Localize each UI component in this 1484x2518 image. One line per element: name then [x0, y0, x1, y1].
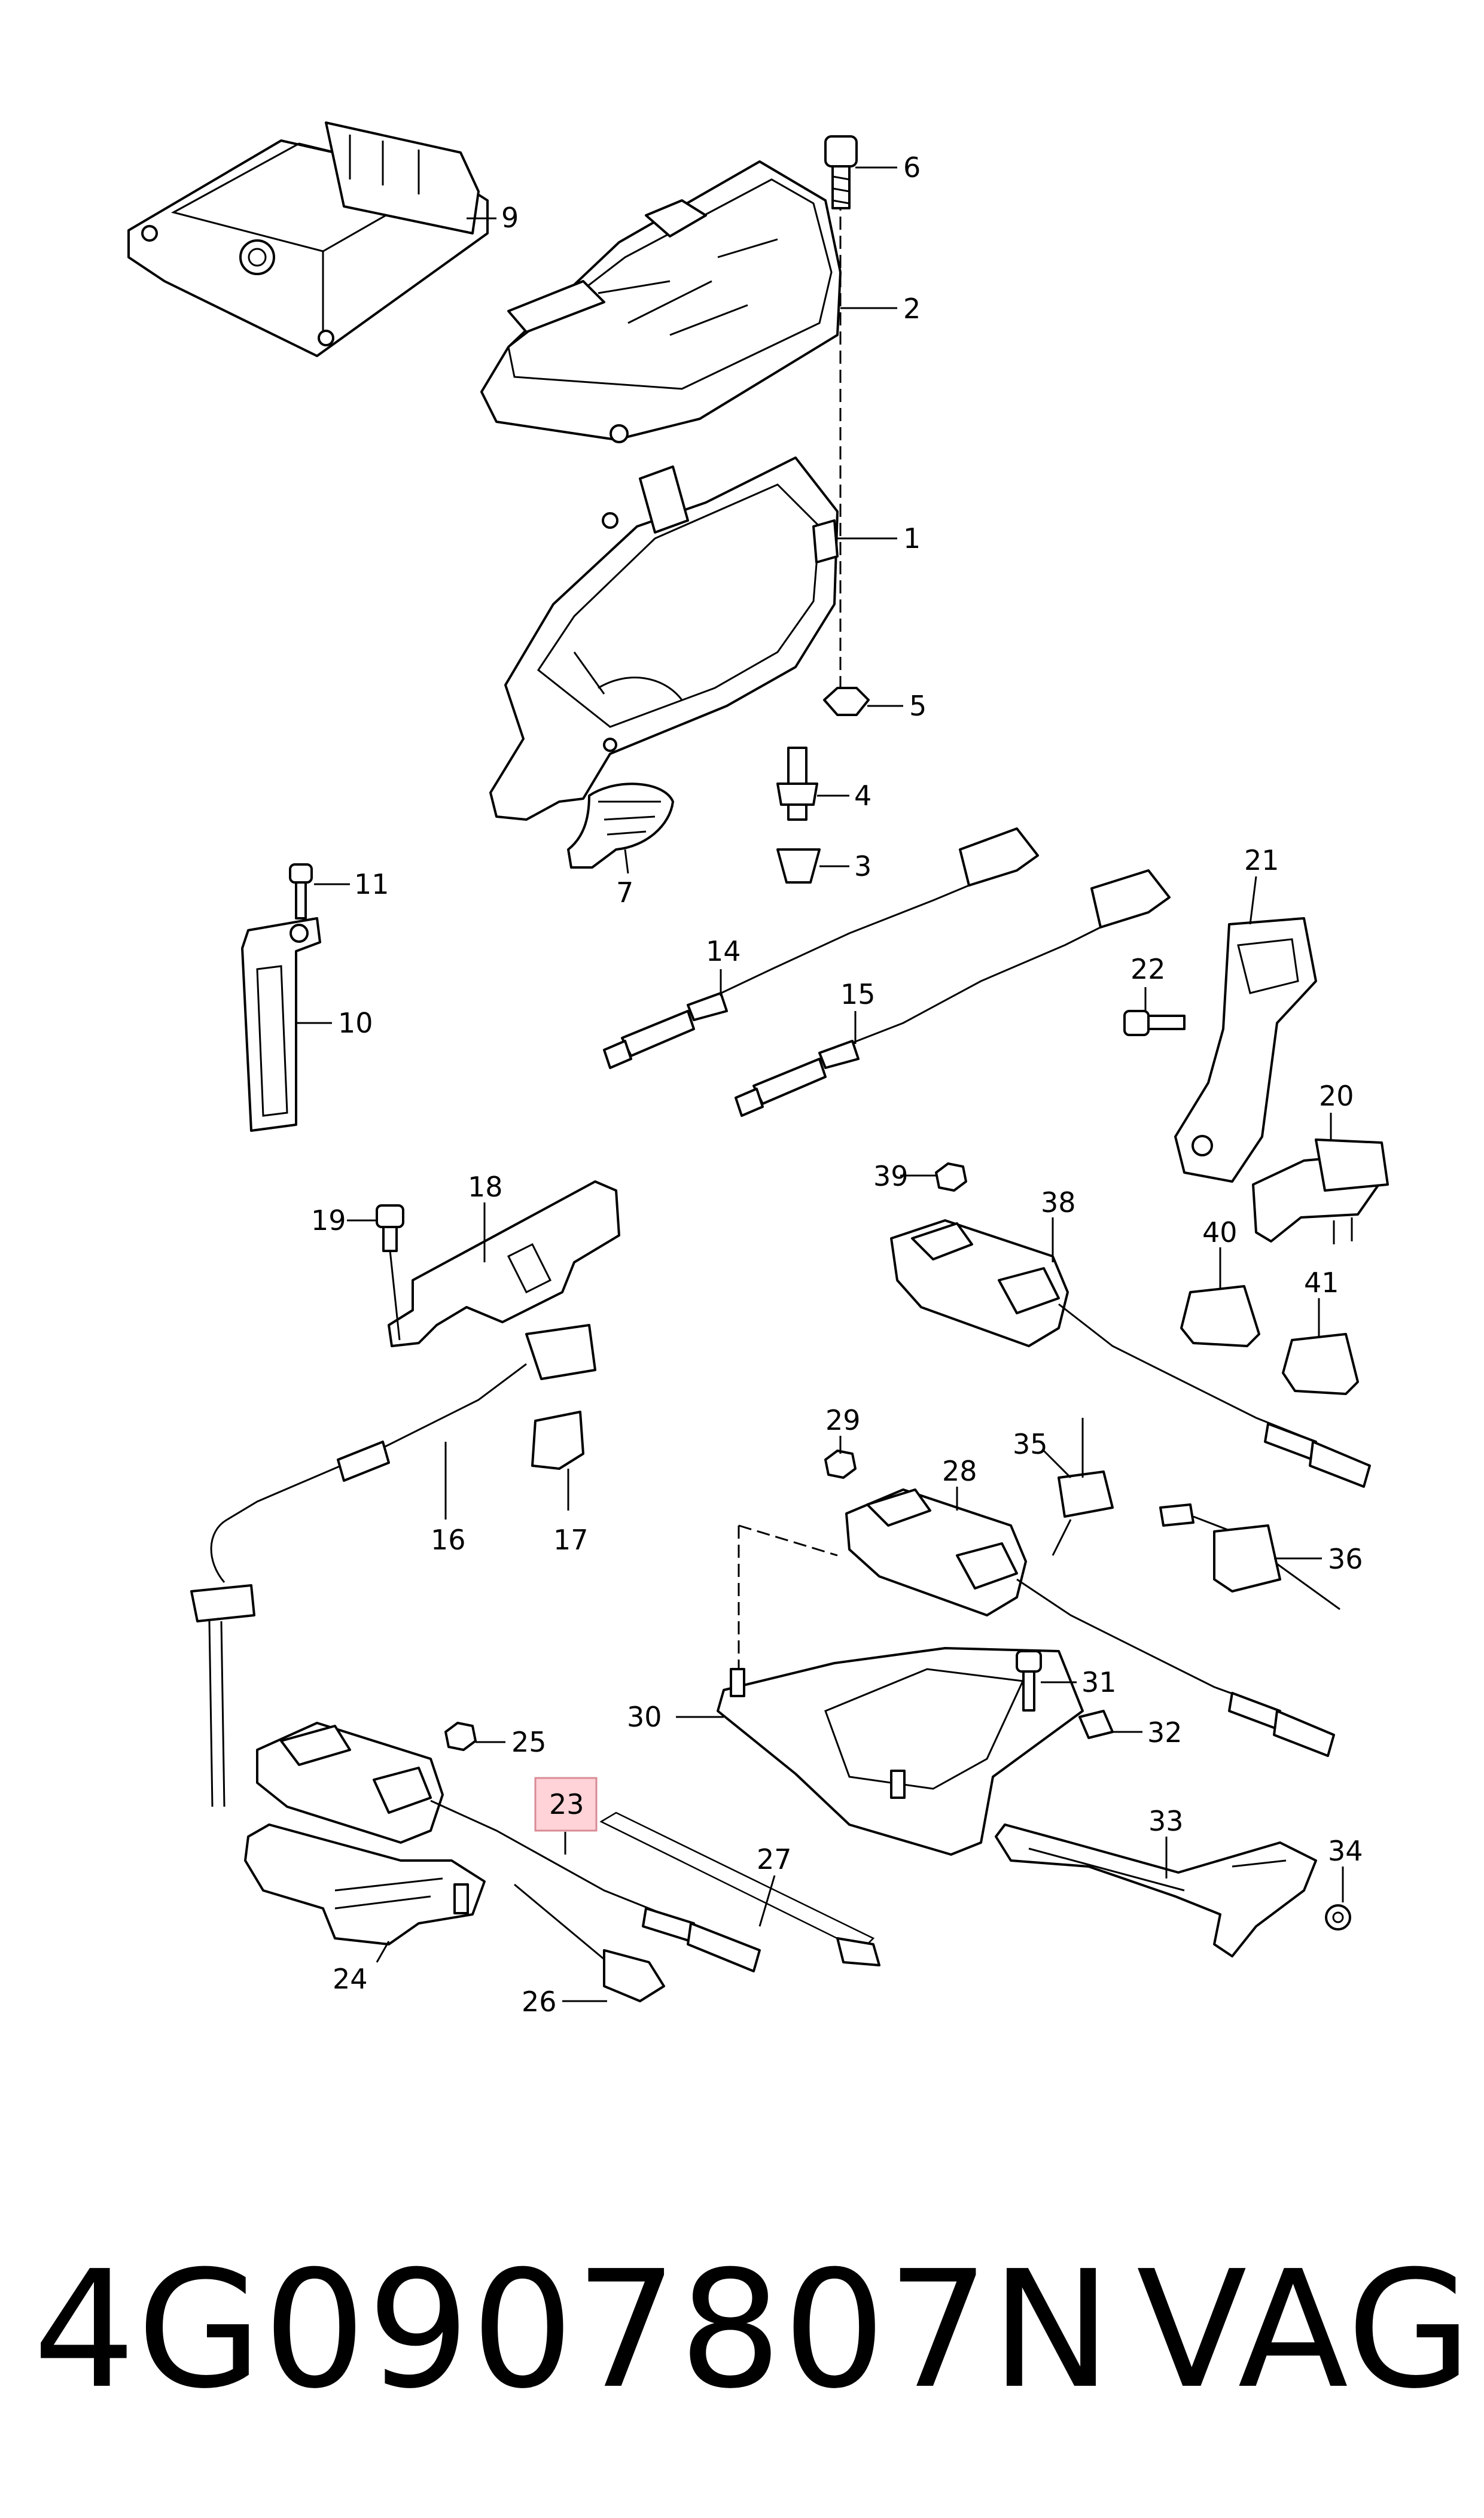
callout-24: 24: [333, 1963, 368, 1995]
part-16-temperature-sensor: [190, 1324, 596, 1807]
callout-30: 30: [627, 1701, 662, 1733]
callout-40: 40: [1202, 1216, 1238, 1249]
brand-text: VAG: [1136, 2236, 1473, 2424]
callout-14: 14: [706, 935, 741, 967]
callout-labels: 9 6 2 1 5 4 3 7 11 10 14 15 21 22 20 18 …: [311, 151, 1363, 2018]
part-3-cap: [776, 848, 821, 884]
callout-11: 11: [354, 868, 389, 900]
part-21-bracket: [1174, 917, 1317, 1183]
callout-10: 10: [338, 1007, 373, 1039]
exploded-parts-diagram: 9 6 2 1 5 4 3 7 11 10 14 15 21 22 20 18 …: [127, 121, 1389, 2018]
callout-35: 35: [1013, 1428, 1048, 1460]
part-4-stud: [776, 747, 818, 821]
part-30-mounting-plate: [717, 1524, 1084, 1856]
part-1-lower-housing: [489, 456, 839, 821]
callout-5: 5: [909, 690, 927, 722]
callout-2: 2: [903, 293, 921, 325]
callout-9: 9: [501, 202, 519, 234]
callout-4: 4: [854, 780, 871, 812]
callout-27: 27: [757, 1843, 792, 1875]
part-33-rail: [995, 1823, 1317, 1957]
callout-29: 29: [825, 1404, 861, 1436]
callout-17: 17: [553, 1524, 589, 1556]
part-2-upper-cover: [480, 160, 842, 443]
part-24-cover: [244, 1823, 486, 1945]
callout-19: 19: [311, 1204, 346, 1237]
part-35-clip: [1052, 1418, 1114, 1556]
part-14-lambda-sensor: [603, 827, 1039, 1069]
callout-33: 33: [1148, 1805, 1184, 1837]
part-19-screw: [376, 1204, 404, 1341]
part-25-nut: [444, 1722, 477, 1751]
part-31-screw: [1016, 1650, 1042, 1712]
part-32-nut: [1078, 1710, 1114, 1739]
part-15-lambda-sensor: [735, 869, 1171, 1117]
part-20-pressure-sensor: [1252, 1138, 1389, 1244]
part-38-nox-sensor: [890, 1219, 1371, 1488]
callout-22: 22: [1130, 953, 1166, 985]
part-39-nut: [935, 1162, 967, 1192]
callout-32: 32: [1147, 1716, 1183, 1749]
callout-3: 3: [854, 850, 871, 882]
part-17-clip: [531, 1411, 584, 1470]
callout-36: 36: [1328, 1543, 1363, 1575]
callout-7: 7: [616, 876, 633, 909]
callout-1: 1: [903, 522, 921, 555]
part-41-clip: [1282, 1333, 1359, 1395]
part-number-text: 4G0907807N: [33, 2236, 1113, 2424]
callout-20: 20: [1319, 1080, 1354, 1112]
callout-34: 34: [1328, 1835, 1363, 1867]
callout-6: 6: [903, 151, 921, 184]
part-9-control-unit: [127, 121, 489, 357]
callout-31: 31: [1081, 1666, 1117, 1698]
callout-21: 21: [1244, 844, 1279, 876]
highlight-box-23: [534, 1777, 598, 1832]
part-5-nut: [823, 687, 870, 716]
part-28-nox-sensor: [845, 1488, 1335, 1757]
part-11-screw: [289, 863, 313, 919]
part-22-bolt: [1123, 1010, 1186, 1036]
callout-26: 26: [522, 1986, 557, 2018]
part-29-nut: [824, 1450, 857, 1479]
callout-15: 15: [840, 978, 876, 1010]
callout-28: 28: [942, 1455, 977, 1487]
callout-leaders: [296, 166, 1344, 2002]
part-34-nut: [1325, 1904, 1351, 1931]
callout-41: 41: [1304, 1266, 1339, 1299]
part-27-cable-tie: [599, 1811, 880, 1966]
callout-38: 38: [1041, 1186, 1076, 1219]
part-26-cable-tie: [514, 1883, 665, 2002]
callout-18: 18: [468, 1171, 503, 1203]
part-23-nox-sensor: [256, 1722, 761, 1972]
part-7-grommet: [567, 783, 674, 869]
callout-25: 25: [511, 1726, 547, 1758]
callout-16: 16: [431, 1524, 466, 1556]
part-36-connector: [1159, 1503, 1340, 1610]
part-18-bracket: [388, 1180, 620, 1347]
part-40-clip: [1180, 1285, 1260, 1347]
part-6-bolt: [824, 135, 858, 209]
callout-39: 39: [873, 1160, 909, 1192]
callout-23: 23: [549, 1788, 584, 1820]
part-10-sensor: [241, 917, 321, 1132]
